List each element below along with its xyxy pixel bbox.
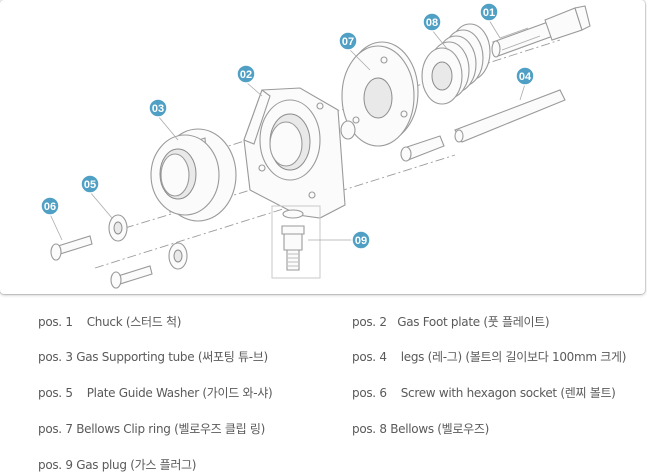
leg-part bbox=[454, 89, 566, 143]
callout-badge-08: 08 bbox=[422, 12, 442, 32]
callout-badge-01: 01 bbox=[479, 2, 499, 22]
legend-pos-9: pos. 9 Gas plug (가스 플러그) bbox=[38, 458, 197, 472]
callout-label-08: 08 bbox=[426, 17, 438, 29]
exploded-view-drawing: 01 08 07 02 04 03 05 06 09 bbox=[40, 2, 591, 289]
legend-pos-5: pos. 5 Plate Guide Washer (가이드 와-샤) bbox=[38, 386, 273, 400]
callout-label-01: 01 bbox=[483, 7, 495, 19]
legend-pos-1: pos. 1 Chuck (스터드 척) bbox=[38, 315, 182, 329]
callout-label-06: 06 bbox=[44, 201, 56, 213]
supporting-tube-part bbox=[150, 128, 237, 222]
legend-pos-4: pos. 4 legs (레-그) (볼트의 길이보다 100mm 크게) bbox=[352, 350, 627, 364]
chuck-part bbox=[491, 5, 591, 58]
callout-label-03: 03 bbox=[152, 103, 164, 115]
callout-label-02: 02 bbox=[240, 69, 252, 81]
legend-pos-7: pos. 7 Bellows Clip ring (벨로우즈 클립 링) bbox=[38, 422, 266, 436]
legend-pos-3: pos. 3 Gas Supporting tube (써포팅 튜-브) bbox=[38, 350, 268, 364]
bellows-part bbox=[421, 23, 491, 105]
legend-pos-8: pos. 8 Bellows (벨로우즈) bbox=[352, 422, 490, 436]
callout-badge-02: 02 bbox=[236, 64, 256, 84]
callout-label-04: 04 bbox=[519, 71, 532, 83]
callout-badge-06: 06 bbox=[40, 196, 60, 216]
callout-badge-07: 07 bbox=[338, 31, 358, 51]
callout-leaders bbox=[49, 19, 526, 241]
callout-badge-09: 09 bbox=[351, 230, 371, 250]
callout-badge-04: 04 bbox=[515, 66, 535, 86]
exploded-diagram-panel: 01 08 07 02 04 03 05 06 09 bbox=[40, 2, 591, 289]
callout-label-07: 07 bbox=[342, 36, 354, 48]
hex-socket-screw-part bbox=[50, 235, 153, 289]
callout-badge-05: 05 bbox=[80, 174, 100, 194]
gas-plug-part bbox=[271, 205, 321, 279]
locating-pins bbox=[340, 120, 445, 162]
assembly-axis-lower bbox=[94, 154, 456, 269]
bellows-clip-ring-part bbox=[341, 41, 419, 147]
assembly-axis-upper bbox=[184, 39, 561, 161]
guide-washer-part bbox=[108, 214, 188, 270]
legend-pos-6: pos. 6 Screw with hexagon socket (렌찌 볼트) bbox=[352, 386, 616, 400]
legend-pos-2: pos. 2 Gas Foot plate (풋 플레이트) bbox=[352, 315, 550, 329]
callout-badge-03: 03 bbox=[148, 98, 168, 118]
callout-label-09: 09 bbox=[355, 235, 367, 247]
foot-plate-part bbox=[243, 87, 346, 219]
callout-label-05: 05 bbox=[84, 179, 96, 191]
